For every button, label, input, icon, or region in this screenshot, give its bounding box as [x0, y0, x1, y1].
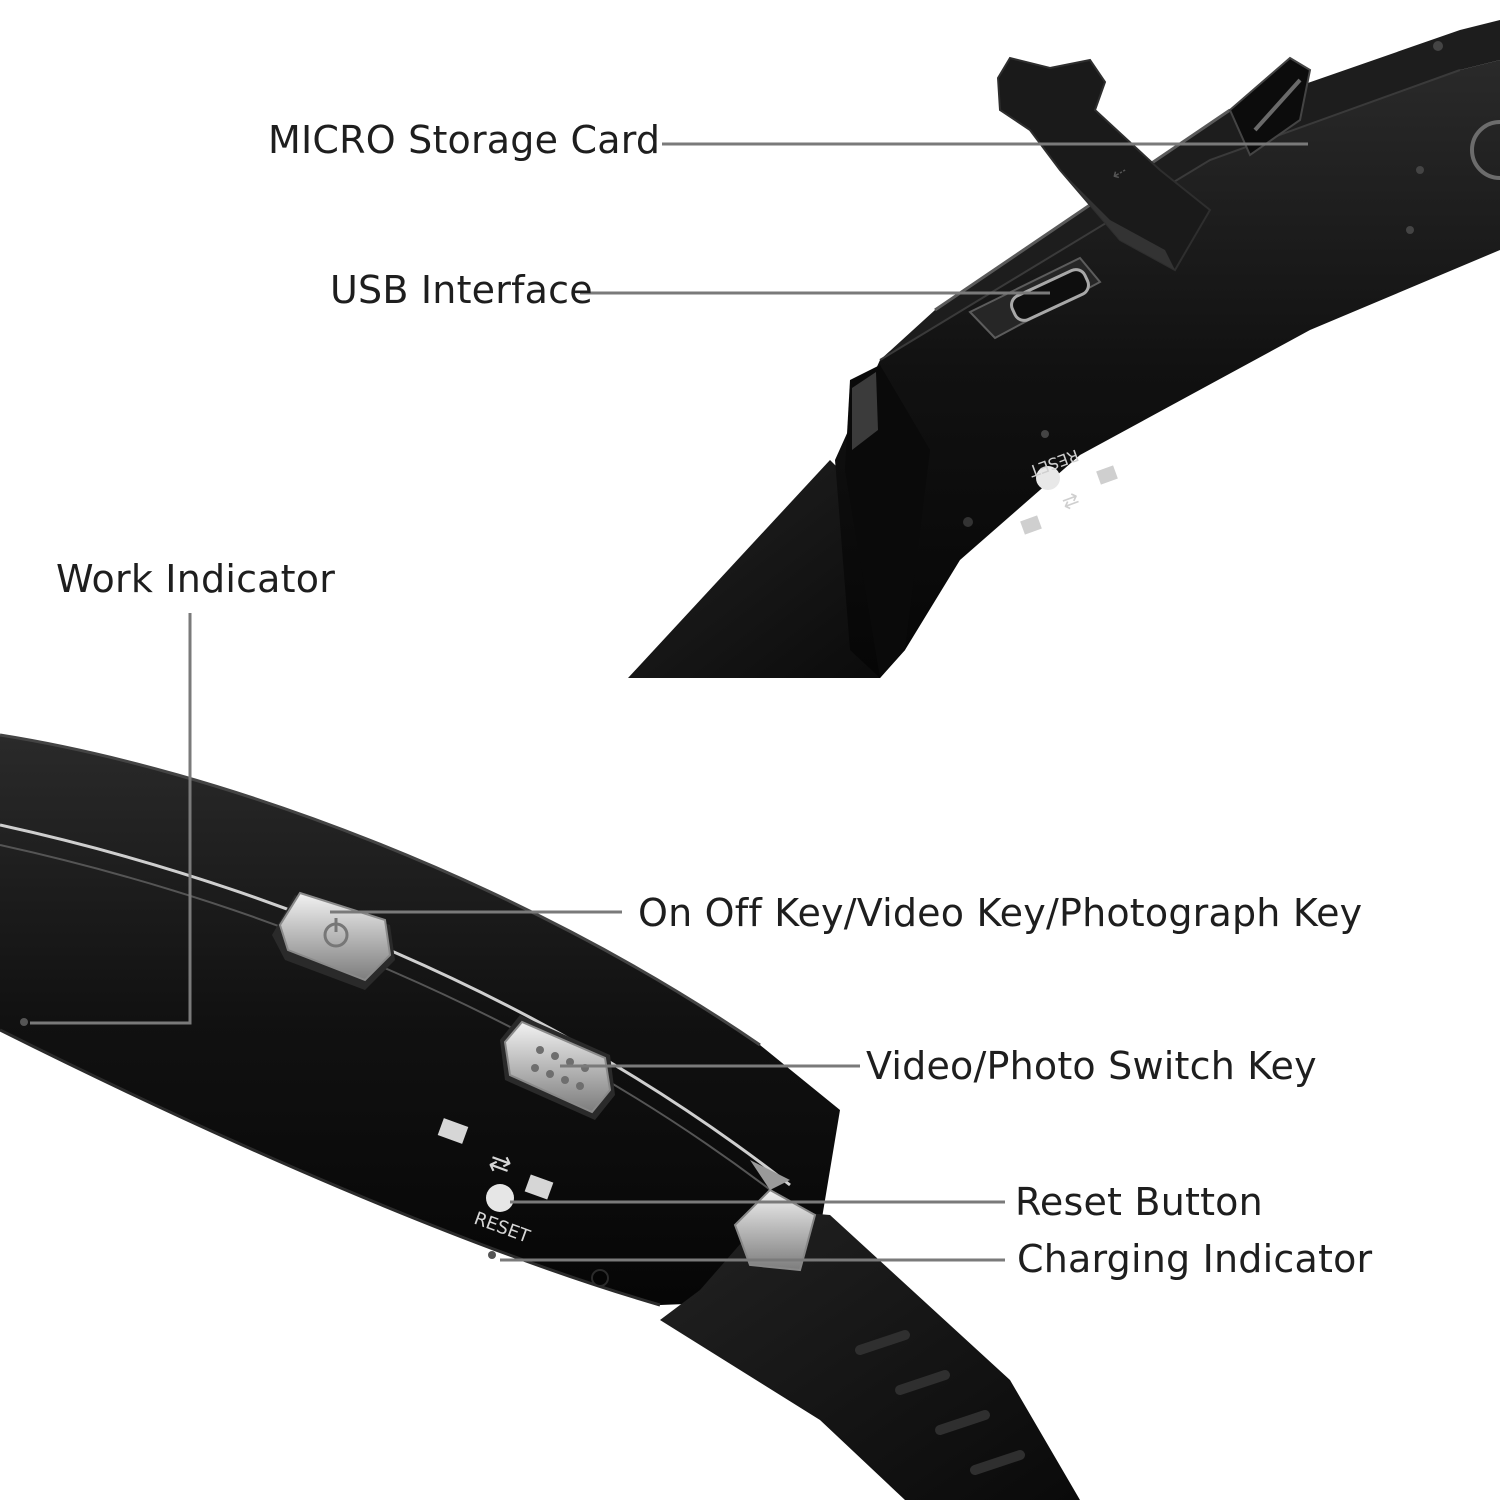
label-reset-button: Reset Button	[1015, 1180, 1263, 1224]
label-work-indicator: Work Indicator	[56, 557, 336, 601]
lower-charging-led	[488, 1251, 496, 1259]
svg-text:⇄: ⇄	[1059, 486, 1083, 514]
lower-temple-strap	[660, 1210, 1080, 1500]
lower-hinge-clip	[733, 1188, 817, 1272]
upper-charging-led	[1041, 430, 1049, 438]
lower-trim-line-1	[0, 823, 791, 1187]
label-micro-storage-card: MICRO Storage Card	[268, 118, 661, 162]
usb-rubber-cover: ⇣	[996, 56, 1212, 272]
micro-usb-port	[968, 256, 1102, 340]
upper-device-arm: ⇣ RESET ⇄	[628, 20, 1500, 678]
video-photo-switch-key	[500, 1015, 615, 1120]
label-usb-interface: USB Interface	[330, 268, 593, 312]
micro-sd-slot	[1228, 56, 1312, 157]
lower-device-arm: ⇄ RESET	[0, 733, 1080, 1500]
label-charging-indicator: Charging Indicator	[1017, 1237, 1373, 1281]
upper-main-body	[835, 60, 1500, 678]
label-on-off-key: On Off Key/Video Key/Photograph Key	[638, 891, 1363, 935]
label-video-photo-switch: Video/Photo Switch Key	[866, 1044, 1317, 1088]
leader-work-indicator	[30, 613, 192, 1025]
upper-reset-hole	[1036, 466, 1060, 490]
leader-lines	[30, 142, 1308, 1262]
upper-top-face	[880, 20, 1500, 360]
work-indicator-led	[20, 1018, 28, 1026]
upper-lens-ring	[1470, 120, 1500, 180]
strap-grip-ridges	[855, 1330, 1025, 1475]
upper-mode-marks: ⇄	[1020, 465, 1118, 535]
lower-trim-line-2	[0, 844, 791, 1206]
upper-end-plate	[845, 365, 930, 678]
lower-reset-button	[486, 1184, 514, 1212]
on-off-key	[272, 891, 395, 990]
lower-main-body	[0, 735, 840, 1305]
